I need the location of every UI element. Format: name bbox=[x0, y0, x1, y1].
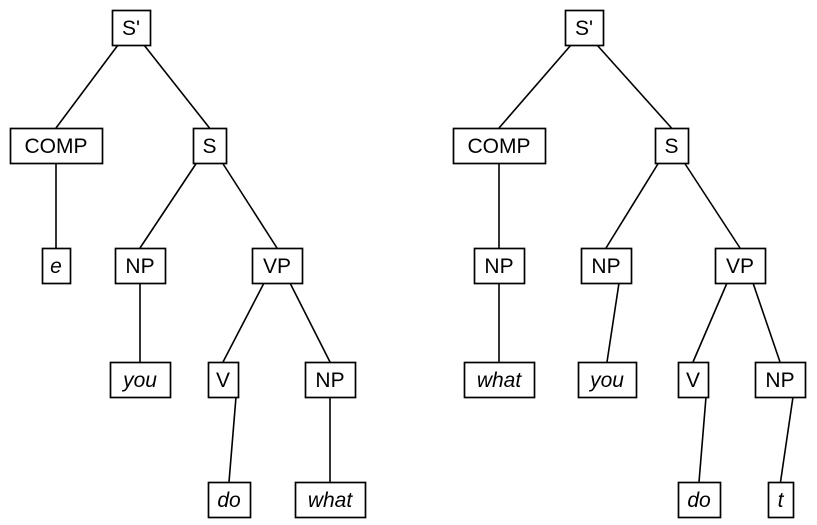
node-label: VP bbox=[263, 255, 291, 278]
node-box bbox=[9, 127, 104, 165]
node-box bbox=[677, 361, 710, 399]
node-box bbox=[463, 361, 536, 399]
node-box bbox=[452, 127, 547, 165]
node-label: what bbox=[308, 489, 354, 512]
tree-node-v[interactable]: V bbox=[677, 361, 710, 399]
tree-node-s[interactable]: S' bbox=[564, 9, 605, 47]
branch-L-Sbar-to-L-S bbox=[143, 44, 211, 129]
tree-node-np[interactable]: NP bbox=[304, 361, 357, 399]
tree-node-you[interactable]: you bbox=[577, 361, 638, 399]
branch-L-VP-to-L-NP2 bbox=[289, 282, 331, 363]
branch-R-VP-to-R-NP2 bbox=[752, 282, 781, 363]
node-label: NP bbox=[484, 255, 513, 278]
tree-node-do[interactable]: do bbox=[207, 481, 252, 519]
tree-node-t[interactable]: t bbox=[767, 481, 795, 519]
node-box bbox=[192, 127, 228, 165]
node-label: COMP bbox=[468, 135, 531, 158]
node-box bbox=[577, 361, 638, 399]
node-label: NP bbox=[315, 369, 344, 392]
node-label: NP bbox=[125, 255, 154, 278]
tree-node-np[interactable]: NP bbox=[473, 247, 526, 285]
branch-R-NP1-to-R-you bbox=[606, 282, 620, 363]
branch-R-VP-to-R-V bbox=[692, 282, 728, 363]
branch-L-V-to-L-do bbox=[228, 396, 237, 483]
node-label: NP bbox=[765, 369, 794, 392]
tree-node-do[interactable]: do bbox=[677, 481, 722, 519]
tree-node-you[interactable]: you bbox=[109, 361, 172, 399]
node-label: NP bbox=[591, 255, 620, 278]
node-box bbox=[677, 481, 722, 519]
node-label: do bbox=[687, 489, 711, 512]
branch-R-Sbar-to-R-COMP bbox=[498, 44, 572, 129]
node-label: COMP bbox=[25, 135, 88, 158]
node-box bbox=[767, 481, 795, 519]
tree-node-vp[interactable]: VP bbox=[714, 247, 767, 285]
branch-R-S-to-R-VP bbox=[683, 162, 741, 249]
surface-structure-tree-nodes: S' COMP S NP NP VP what you V NP do t bbox=[452, 9, 807, 519]
tree-node-e[interactable]: e bbox=[41, 247, 72, 285]
edges-layer bbox=[55, 44, 794, 483]
node-box bbox=[580, 247, 633, 285]
node-label: what bbox=[477, 369, 523, 392]
node-label: S bbox=[664, 135, 678, 158]
node-box bbox=[754, 361, 807, 399]
tree-node-v[interactable]: V bbox=[207, 361, 240, 399]
node-label: S' bbox=[122, 17, 140, 40]
node-label: S bbox=[202, 135, 216, 158]
branch-L-Sbar-to-L-COMP bbox=[55, 44, 119, 129]
tree-node-s[interactable]: S' bbox=[111, 9, 152, 47]
node-label: V bbox=[686, 369, 700, 392]
node-label: do bbox=[217, 489, 241, 512]
tree-node-vp[interactable]: VP bbox=[251, 247, 304, 285]
tree-node-np[interactable]: NP bbox=[754, 361, 807, 399]
node-box bbox=[114, 247, 167, 285]
node-label: you bbox=[121, 369, 157, 392]
tree-node-np[interactable]: NP bbox=[580, 247, 633, 285]
node-box bbox=[304, 361, 357, 399]
node-label: VP bbox=[726, 255, 754, 278]
branch-R-V-to-R-do bbox=[698, 396, 707, 483]
node-label: V bbox=[216, 369, 230, 392]
node-box bbox=[41, 247, 72, 285]
node-box bbox=[473, 247, 526, 285]
surface-structure-tree-edges bbox=[498, 44, 794, 483]
node-box bbox=[654, 127, 690, 165]
tree-node-what[interactable]: what bbox=[463, 361, 536, 399]
node-label: you bbox=[588, 369, 624, 392]
tree-node-np[interactable]: NP bbox=[114, 247, 167, 285]
node-box bbox=[714, 247, 767, 285]
tree-node-s[interactable]: S bbox=[654, 127, 690, 165]
deep-structure-tree-edges bbox=[55, 44, 331, 483]
node-box bbox=[109, 361, 172, 399]
node-box bbox=[207, 361, 240, 399]
branch-L-VP-to-L-V bbox=[222, 282, 265, 363]
node-box bbox=[294, 481, 367, 519]
node-box bbox=[207, 481, 252, 519]
branch-R-Sbar-to-R-S bbox=[596, 44, 673, 129]
node-box bbox=[251, 247, 304, 285]
branch-R-NP2-to-R-t bbox=[779, 396, 794, 483]
branch-L-S-to-L-NP1 bbox=[139, 162, 198, 249]
branch-L-S-to-L-VP bbox=[221, 162, 278, 249]
tree-node-what[interactable]: what bbox=[294, 481, 367, 519]
node-label: e bbox=[50, 255, 62, 278]
node-box bbox=[111, 9, 152, 47]
node-label: t bbox=[778, 489, 785, 512]
tree-node-s[interactable]: S bbox=[192, 127, 228, 165]
branch-R-S-to-R-NP1 bbox=[605, 162, 660, 249]
tree-node-comp[interactable]: COMP bbox=[452, 127, 547, 165]
tree-node-comp[interactable]: COMP bbox=[9, 127, 104, 165]
node-box bbox=[564, 9, 605, 47]
node-label: S' bbox=[575, 17, 593, 40]
